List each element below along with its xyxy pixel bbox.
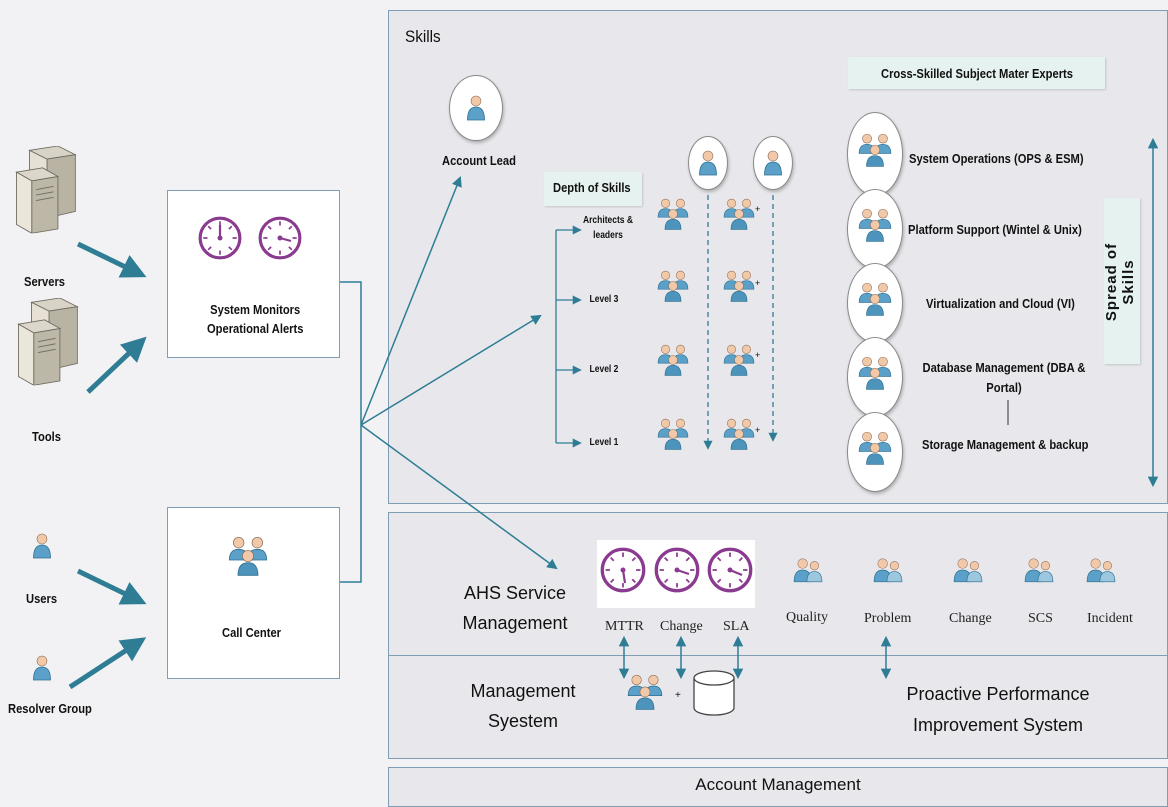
sme-platform-label: Platform Support (Wintel & Unix) [908, 222, 1082, 237]
plus-sign: + [755, 204, 761, 214]
users-label: Users [26, 591, 58, 606]
sme-avatar-platform [847, 189, 903, 269]
sme-virtualization-label: Virtualization and Cloud (VI) [926, 296, 1075, 311]
cross-skilled-header [848, 57, 1105, 89]
service-management-title: AHS Service Management [462, 583, 568, 633]
problem-group-icon [873, 558, 903, 583]
group-icon [723, 198, 755, 230]
lead-avatar-2 [753, 136, 793, 190]
management-system-title: Management Syestem [470, 681, 576, 731]
mttr-label: MTTR [605, 619, 644, 634]
depth-of-skills-header [544, 172, 642, 206]
skills-title: Skills [405, 27, 441, 46]
resolver-group-icon [33, 655, 51, 681]
monitor-dial-icon [198, 216, 242, 260]
group-icon [858, 282, 892, 316]
users-icon [33, 533, 51, 559]
plus-sign: + [755, 350, 761, 360]
sme-avatar-database [847, 337, 903, 417]
proactive-system-label: Proactive Performance Improvement System [906, 684, 1090, 735]
cross-skilled-label: Cross-Skilled Subject Mater Experts [881, 66, 1073, 81]
call-center-box [167, 507, 340, 679]
person-icon [699, 150, 717, 176]
alerts-dial-icon [258, 216, 302, 260]
group-icon [723, 418, 755, 450]
sme-storage-label: Storage Management & backup [922, 437, 1089, 452]
group-icon [657, 418, 689, 450]
sme-ops-label: System Operations (OPS & ESM) [909, 151, 1084, 166]
sla-label: SLA [723, 619, 750, 634]
quality-label: Quality [786, 610, 828, 625]
sme-database-label: Database Management (DBA & Portal) [922, 360, 1086, 395]
group-icon [657, 198, 689, 230]
group-icon [723, 270, 755, 302]
level-architects-label: Architects & leaders [582, 215, 634, 241]
sla-dial-icon [707, 547, 753, 593]
call-center-label: Call Center [222, 625, 282, 640]
mttr-dial-icon [600, 547, 646, 593]
account-management-label: Account Management [695, 775, 861, 794]
depth-of-skills-label: Depth of Skills [553, 180, 631, 195]
change-dial-icon [654, 547, 700, 593]
group-icon [858, 208, 892, 242]
spread-of-skills-box [1104, 198, 1140, 364]
sme-avatar-storage [847, 412, 903, 492]
system-monitors-box [167, 190, 340, 358]
scs-group-icon [1024, 558, 1054, 583]
account-management-panel [388, 767, 1168, 807]
change-dial-label: Change [660, 619, 703, 634]
servers-label: Servers [24, 274, 66, 289]
resolver-group-label: Resolver Group [8, 701, 92, 716]
management-system-panel [388, 655, 1168, 759]
change-label: Change [949, 611, 992, 626]
sme-avatar-virtualization [847, 263, 903, 343]
group-icon [858, 133, 892, 167]
lead-avatar-1 [688, 136, 728, 190]
group-icon [723, 344, 755, 376]
group-icon [657, 270, 689, 302]
spread-of-skills-label: Spread of Skills [1103, 242, 1137, 322]
problem-label: Problem [864, 611, 912, 626]
tools-icon [18, 298, 78, 386]
group-icon [657, 344, 689, 376]
sme-avatar-ops [847, 112, 903, 196]
database-icon [693, 670, 735, 716]
servers-icon [16, 146, 76, 234]
account-lead-label: Account Lead [442, 153, 516, 168]
plus-sign: + [755, 278, 761, 288]
level-3-label: Level 3 [589, 294, 619, 305]
level-1-label: Level 1 [589, 437, 619, 448]
plus-sign: + [675, 690, 681, 701]
change-group-icon [953, 558, 983, 583]
scs-label: SCS [1028, 611, 1053, 626]
group-icon [858, 431, 892, 465]
tools-label: Tools [32, 429, 61, 444]
person-icon [764, 150, 782, 176]
team-group-icon [627, 674, 663, 710]
incident-label: Incident [1087, 611, 1133, 626]
quality-group-icon [793, 558, 823, 583]
account-lead-avatar [449, 75, 503, 141]
system-monitors-label: System Monitors Operational Alerts [206, 302, 304, 336]
skills-panel [388, 10, 1168, 504]
level-2-label: Level 2 [589, 364, 619, 375]
call-center-group-icon [228, 536, 268, 576]
group-icon [858, 356, 892, 390]
plus-sign: + [755, 425, 761, 435]
incident-group-icon [1086, 558, 1116, 583]
person-icon [467, 95, 485, 121]
service-management-panel [388, 512, 1168, 657]
